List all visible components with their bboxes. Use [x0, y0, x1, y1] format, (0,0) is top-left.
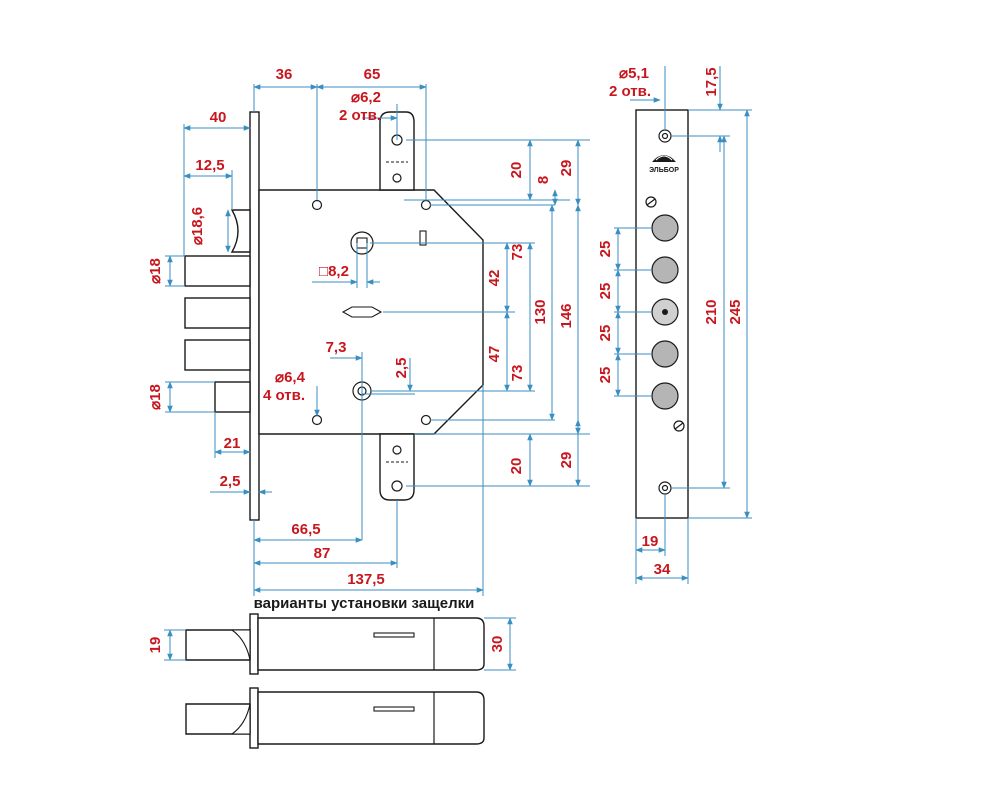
- dim-holes-2: 2 отв.: [339, 107, 381, 124]
- dim-2-5-left: 2,5: [220, 473, 241, 490]
- dim-dia-6-4: ⌀6,4: [275, 369, 306, 386]
- dim-146: 146: [558, 303, 575, 328]
- dim-dia-18-6: ⌀18,6: [189, 207, 206, 245]
- top-tab: [379, 111, 415, 191]
- faceplate-dimension-labels: ⌀5,1 2 отв. 17,5 25 25 25 25 210 245 19 …: [597, 65, 744, 578]
- dim-2-5-mid: 2,5: [393, 358, 410, 379]
- dim-19-plate: 19: [642, 533, 659, 550]
- dim-20-top: 20: [508, 162, 525, 179]
- bottom-tab-hole-2: [391, 480, 403, 492]
- dim-65: 65: [364, 66, 381, 83]
- deadbolt-2: [184, 297, 251, 329]
- dim-latch-30: 30: [489, 636, 506, 653]
- mount-hole: [420, 199, 432, 211]
- latch-variant-1: 19 30: [147, 613, 516, 675]
- dim-36: 36: [276, 66, 293, 83]
- faceplate-view: ЭЛЬБОР: [614, 66, 752, 584]
- dim-25-b: 25: [597, 283, 614, 300]
- dim-29-bot: 29: [558, 452, 575, 469]
- dim-34: 34: [654, 561, 671, 578]
- dim-dia-6-2: ⌀6,2: [351, 89, 381, 106]
- latch-variant-2: [185, 687, 485, 749]
- dim-137-5: 137,5: [347, 571, 385, 588]
- cylinder-slot: [341, 306, 383, 318]
- dim-dia-18-bot: ⌀18: [147, 384, 164, 410]
- front-plate: [249, 111, 260, 521]
- dim-25-a: 25: [597, 241, 614, 258]
- bolt-head: [651, 256, 679, 284]
- slot: [419, 230, 427, 246]
- deadbolt-1: [184, 255, 251, 287]
- dim-dia-18-top: ⌀18: [147, 258, 164, 284]
- dim-245: 245: [727, 299, 744, 324]
- top-tab-hole-2: [392, 173, 402, 183]
- dimension-lines: [165, 84, 590, 596]
- dim-66-5: 66,5: [291, 521, 320, 538]
- dimension-labels: 36 65 40 12,5 ⌀18,6 ⌀6,2 2 отв. 20 8 29 …: [147, 66, 575, 588]
- bolt-heads: [651, 214, 679, 410]
- bottom-tab-hole: [392, 445, 402, 455]
- dim-12-5: 12,5: [195, 157, 224, 174]
- dim-21: 21: [224, 435, 241, 452]
- dim-17-5: 17,5: [703, 67, 720, 96]
- bottom-tab: [379, 433, 415, 501]
- dim-42: 42: [486, 270, 503, 287]
- latch-slot: [373, 706, 415, 712]
- deadbolt-4: [214, 381, 251, 413]
- brand-name: ЭЛЬБОР: [649, 167, 679, 174]
- dim-7-3: 7,3: [326, 339, 347, 356]
- dim-25-c: 25: [597, 325, 614, 342]
- dim-latch-19: 19: [147, 637, 164, 654]
- dim-130: 130: [532, 299, 549, 324]
- latch-case: [257, 617, 485, 671]
- deadbolt-3: [184, 339, 251, 371]
- latch-case: [257, 691, 485, 745]
- dim-8: 8: [535, 176, 552, 184]
- latch-bolt: [230, 209, 251, 253]
- mount-hole: [420, 414, 432, 426]
- dim-47: 47: [486, 346, 503, 363]
- dim-210: 210: [703, 299, 720, 324]
- dim-dia-5-1: ⌀5,1: [619, 65, 649, 82]
- dim-square-8-2: □8,2: [319, 263, 349, 280]
- dim-holes-4: 4 отв.: [263, 387, 305, 404]
- dim-25-d: 25: [597, 367, 614, 384]
- dim-73-top: 73: [509, 244, 526, 261]
- bolt-head: [651, 214, 679, 242]
- latch-slot: [373, 632, 415, 638]
- bolt-head: [651, 340, 679, 368]
- lock-body-view: [184, 111, 484, 521]
- faceplate: [635, 109, 689, 519]
- mount-hole: [311, 414, 323, 426]
- dim-holes-2-plate: 2 отв.: [609, 83, 651, 100]
- bolt-head: [651, 382, 679, 410]
- dim-40: 40: [210, 109, 227, 126]
- mount-hole: [311, 199, 323, 211]
- brand-logo-icon: [652, 155, 676, 162]
- dim-20-bot: 20: [508, 458, 525, 475]
- latch-variants-caption: варианты установки защелки: [254, 595, 475, 612]
- dim-87: 87: [314, 545, 331, 562]
- dim-29-top: 29: [558, 160, 575, 177]
- dim-73-bot: 73: [509, 365, 526, 382]
- square-spindle: [356, 237, 368, 249]
